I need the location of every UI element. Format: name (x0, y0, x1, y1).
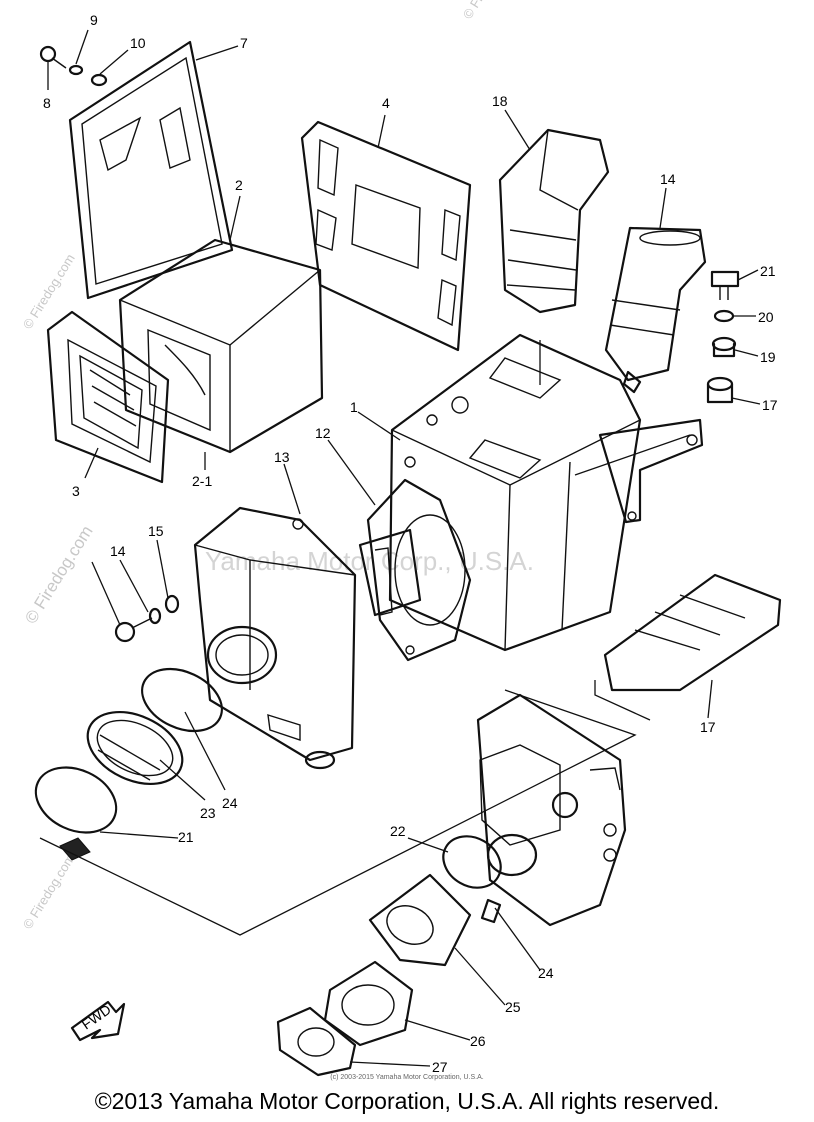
fwd-label: FWD (79, 1001, 114, 1032)
callout-21-left: 21 (178, 829, 194, 845)
callout-19: 20 (758, 309, 774, 325)
callout-18: 19 (760, 349, 776, 365)
callout-labels: 9 10 7 8 2 2-1 3 4 18 14 21 20 19 17 1 1… (43, 12, 778, 1075)
callout-10: 13 (274, 449, 290, 465)
callout-6: 8 (43, 95, 51, 111)
callout-26: 26 (470, 1033, 486, 1049)
callout-16: 18 (492, 93, 508, 109)
footer-copyright: ©2013 Yamaha Motor Corporation, U.S.A. A… (94, 1088, 720, 1114)
callout-17: 17 (762, 397, 778, 413)
callout-9: 12 (315, 425, 331, 441)
assembly-boundary (39, 340, 691, 936)
part-4-plate (300, 120, 472, 352)
carburetor (476, 693, 627, 927)
callout-2-1: 2-1 (192, 473, 212, 489)
part-16-duct (498, 128, 610, 314)
callout-22: 23 (200, 805, 216, 821)
hardware-6-7-8 (39, 45, 108, 87)
part-9-joint (358, 478, 472, 662)
watermark-firedog-top: © Firedog.com (460, 0, 518, 22)
part-15-boot (603, 573, 782, 692)
callout-13: 15 (148, 523, 164, 539)
part-3-frame (46, 310, 170, 484)
watermark-firedog-left: © Firedog.com (21, 522, 96, 627)
watermark-firedog-bottom-left: © Firedog.com (20, 851, 78, 931)
callout-7: 9 (90, 12, 98, 28)
callout-1: 1 (350, 399, 358, 415)
callout-21-lower: 22 (390, 823, 406, 839)
callout-24: 24 (538, 965, 554, 981)
callout-4: 4 (382, 95, 390, 111)
callout-23: 24 (222, 795, 238, 811)
part-1-airbox (388, 333, 704, 652)
parts-21-22-23-left (34, 667, 223, 861)
callout-27: 27 (432, 1059, 448, 1075)
small-copyright-watermark: (c) 2003-2015 Yamaha Motor Corporation, … (330, 1074, 484, 1081)
callout-20: 21 (760, 263, 776, 279)
leader-lines (47, 29, 761, 1067)
hardware-17-20 (706, 270, 740, 404)
callout-12: 14 (110, 543, 126, 559)
callout-2: 2 (235, 177, 243, 193)
callout-5: 7 (240, 35, 248, 51)
watermark-firedog-top-left: © Firedog.com (20, 251, 78, 331)
part-5-cover (68, 40, 234, 300)
part-10-case (193, 506, 357, 770)
watermark-layer: © Firedog.com Yamaha Motor Corp., U.S.A.… (20, 0, 534, 932)
callout-25: 25 (505, 999, 521, 1015)
part-2-element (118, 238, 324, 454)
hardware-12-13 (114, 594, 180, 643)
parts-21-27-lower (276, 833, 538, 1077)
callout-14: 14 (660, 171, 676, 187)
callout-15: 17 (700, 719, 716, 735)
callout-8: 10 (130, 35, 146, 51)
part-14-tube (604, 226, 707, 394)
fwd-arrow-icon: FWD (70, 1000, 126, 1042)
callout-3: 3 (72, 483, 80, 499)
